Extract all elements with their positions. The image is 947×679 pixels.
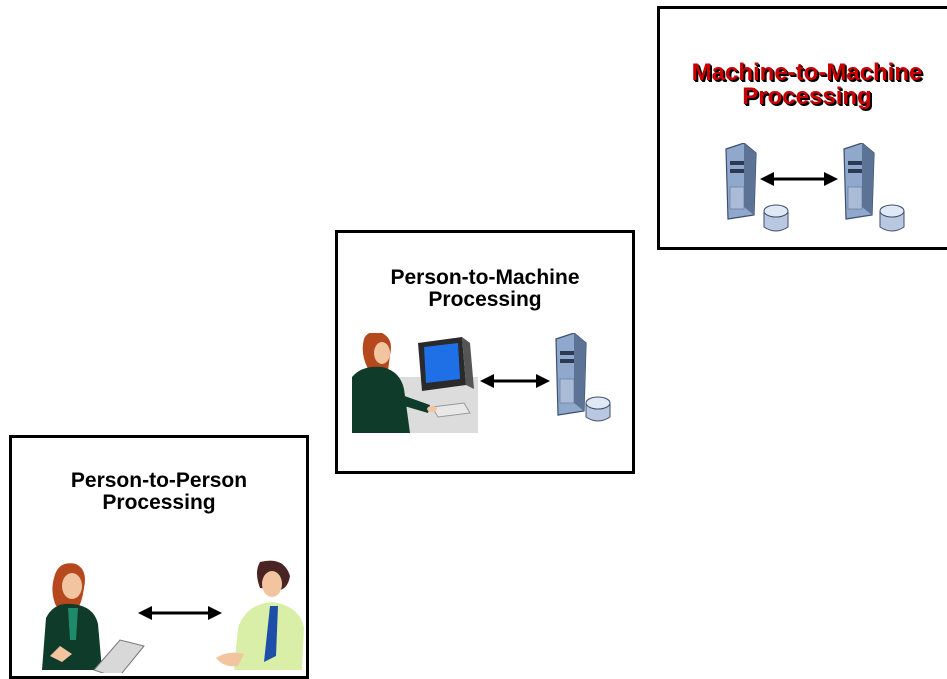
server-icon — [725, 143, 757, 220]
woman-icon — [42, 563, 102, 670]
title-line-1: Machine-to-Machine — [691, 59, 923, 86]
person-to-machine-illustration — [352, 333, 611, 433]
title-line-1: Person-to-Person — [70, 469, 248, 492]
title-line-2: Processing — [102, 491, 216, 514]
disk-icon — [763, 204, 789, 232]
machine-to-machine-illustration — [725, 143, 905, 232]
title-line-2: Processing — [428, 288, 542, 311]
server-icon — [555, 333, 587, 416]
panel-machine-to-machine: Machine-to-Machine Processing — [657, 6, 947, 250]
person-to-person-illustration — [42, 560, 304, 673]
double-arrow-icon — [760, 172, 838, 186]
panel-title: Machine-to-Machine Processing — [660, 61, 947, 109]
double-arrow-icon — [480, 374, 550, 388]
man-icon — [216, 560, 304, 670]
title-line-1: Person-to-Machine — [390, 266, 580, 289]
panel-person-to-person: Person-to-Person Processing — [9, 435, 309, 679]
double-arrow-icon — [138, 606, 222, 620]
computer-user-icon — [352, 333, 478, 433]
disk-icon — [879, 204, 905, 232]
panel-title: Person-to-Person Processing — [12, 470, 306, 514]
title-line-2: Processing — [742, 83, 872, 110]
paper-icon — [93, 639, 145, 673]
panel-person-to-machine: Person-to-Machine Processing — [335, 230, 635, 474]
panel-title: Person-to-Machine Processing — [338, 267, 632, 311]
disk-icon — [585, 396, 611, 422]
server-icon — [843, 143, 875, 220]
